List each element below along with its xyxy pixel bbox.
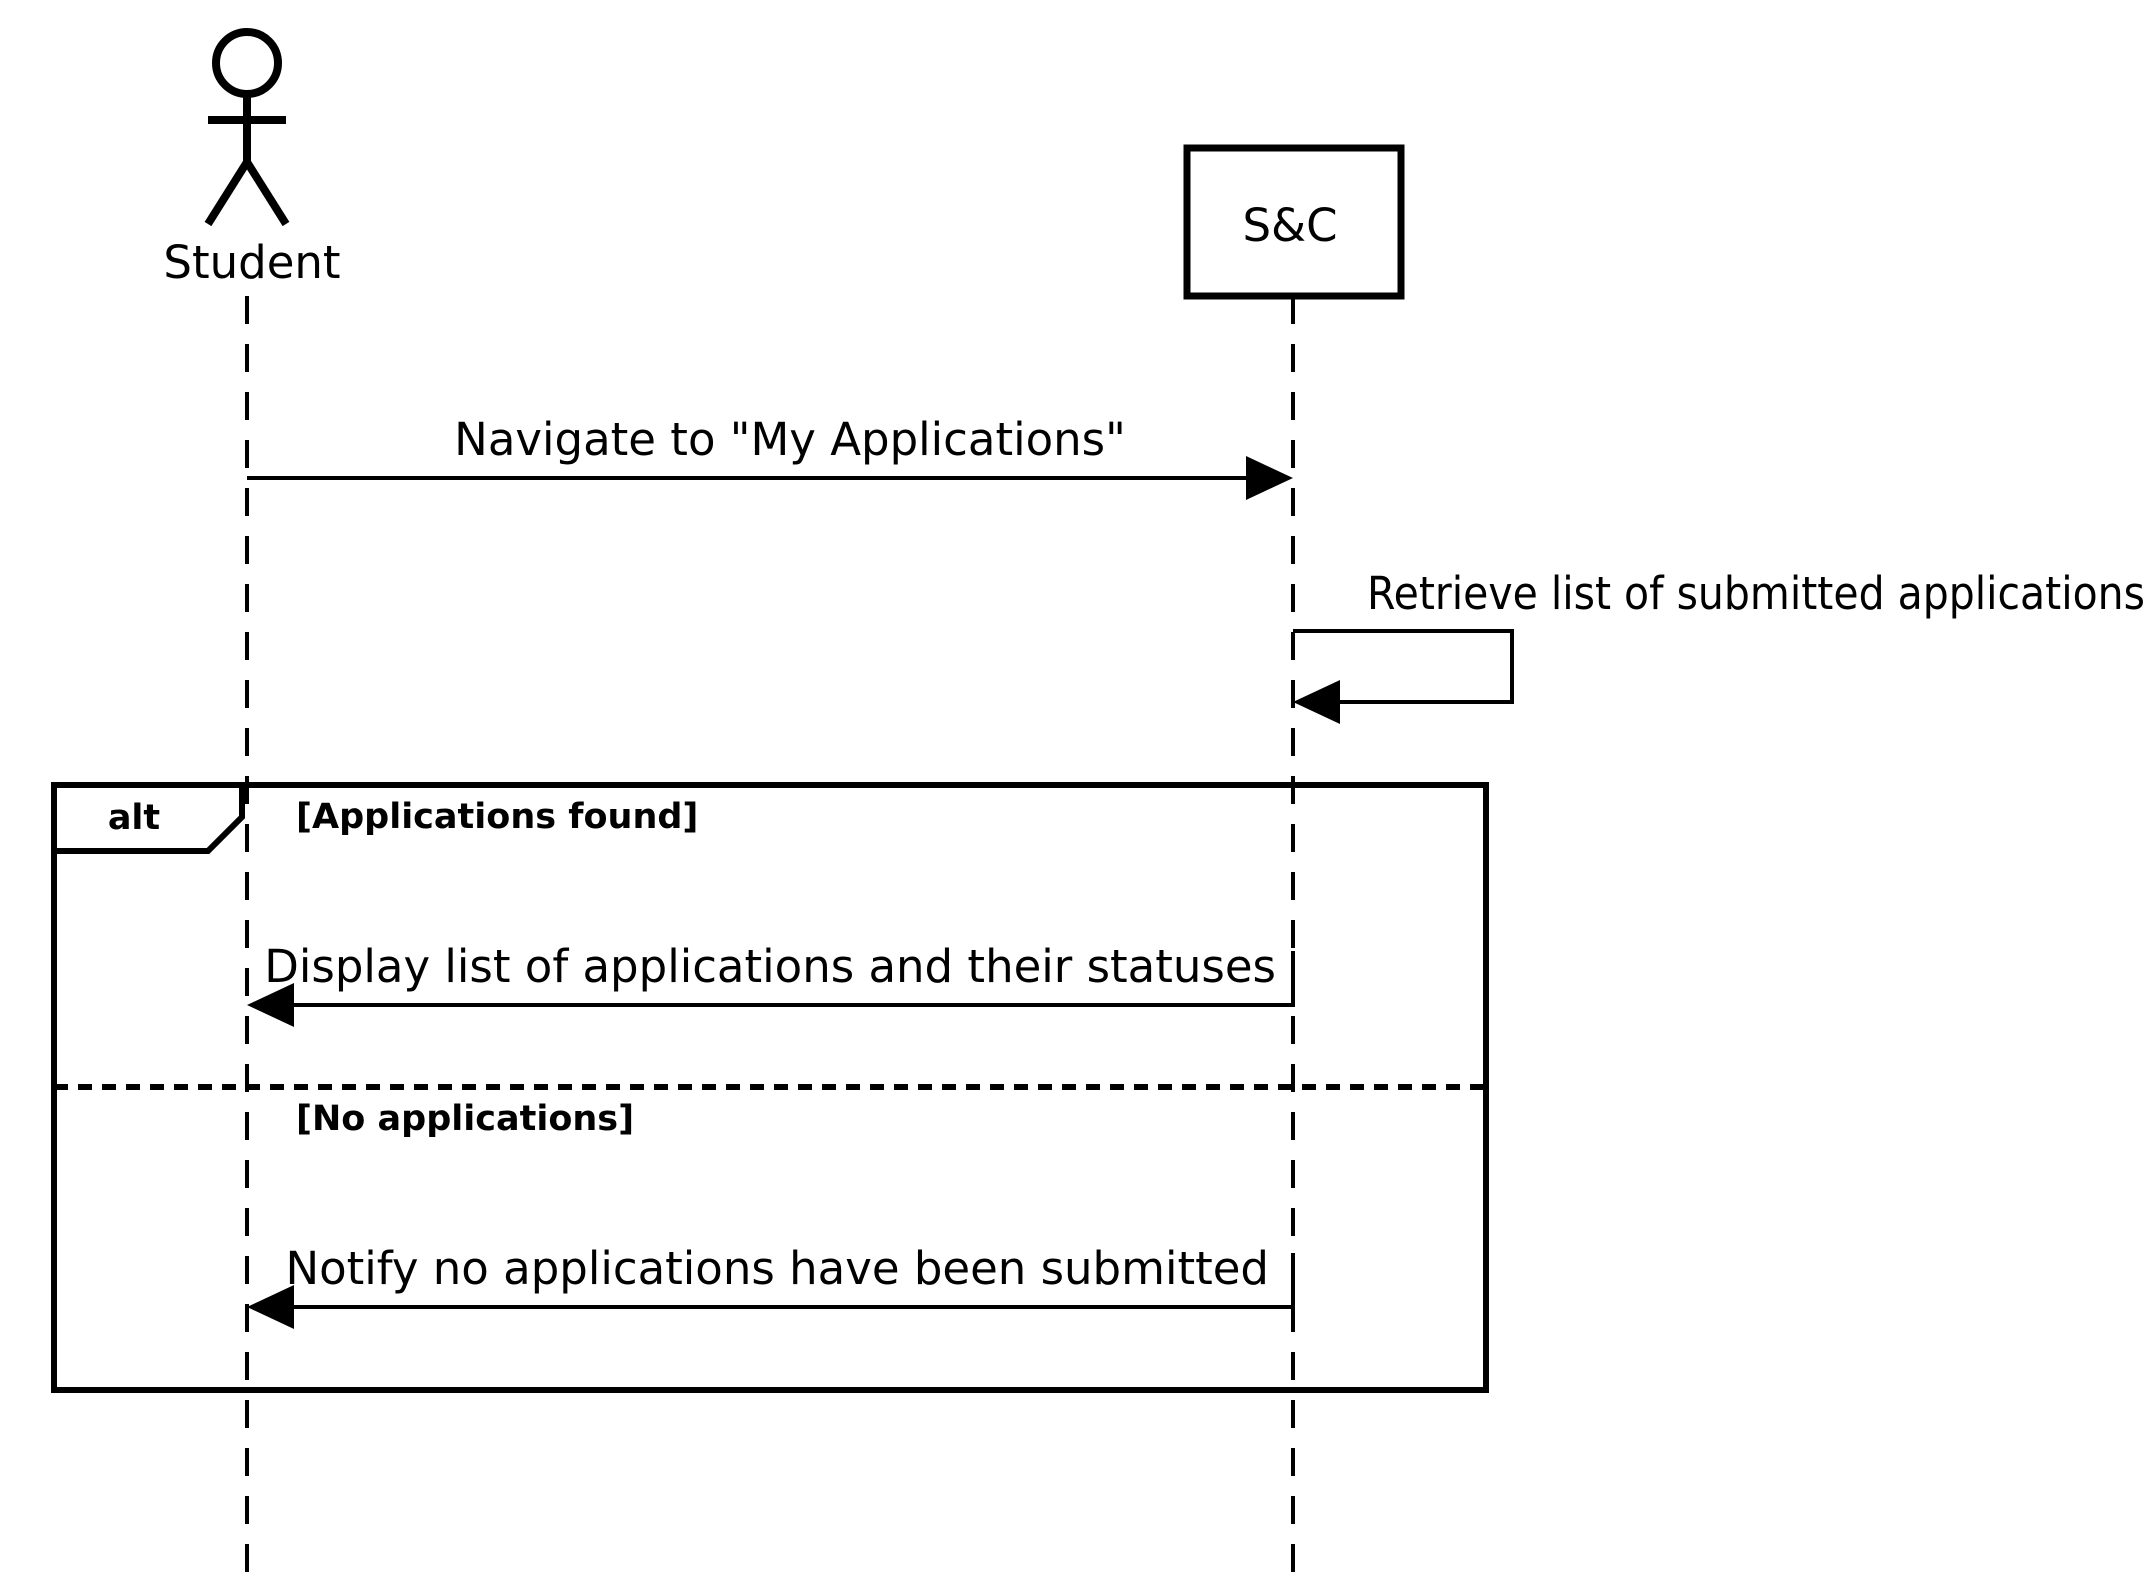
sc-participant-box [1183, 144, 1405, 300]
student-actor-label: Student [163, 236, 340, 289]
message-retrieve-self: Retrieve list of submitted applications [1293, 567, 2145, 724]
guard-applications-found: [Applications found] [296, 797, 698, 837]
alt-operator-label: alt [108, 798, 160, 838]
sc-participant-label: S&C [1242, 199, 1337, 252]
message-navigate-label: Navigate to "My Applications" [454, 413, 1126, 466]
alt-frame: alt [Applications found] [No application… [51, 782, 1489, 1393]
message-notify-none: Notify no applications have been submitt… [247, 1242, 1295, 1329]
alt-frame-tab [54, 785, 245, 854]
message-display-label: Display list of applications and their s… [264, 940, 1276, 993]
student-actor-icon [204, 28, 290, 227]
message-navigate: Navigate to "My Applications" [247, 413, 1293, 500]
message-notify-label: Notify no applications have been submitt… [285, 1242, 1269, 1295]
guard-no-applications: [No applications] [296, 1099, 634, 1139]
message-retrieve-label: Retrieve list of submitted applications [1367, 567, 2145, 620]
message-display-list: Display list of applications and their s… [247, 940, 1295, 1027]
